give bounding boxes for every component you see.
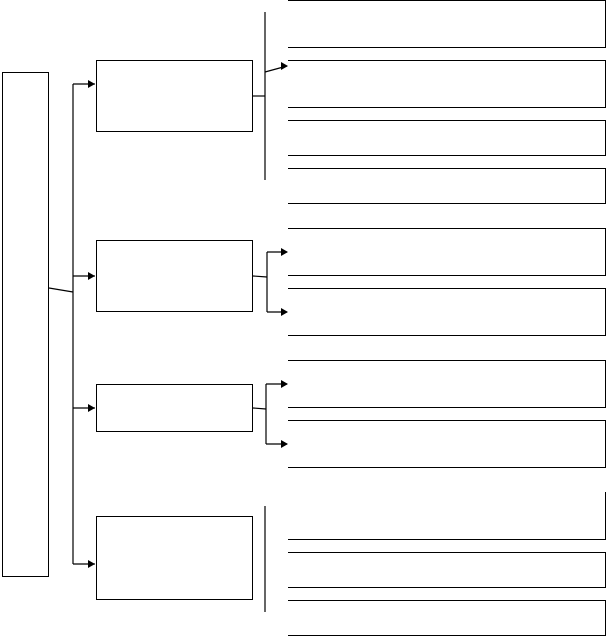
child-box-2-2 xyxy=(288,288,606,336)
group-1-arrowhead xyxy=(88,80,95,88)
group-3-stub xyxy=(252,407,267,410)
group-box-3 xyxy=(96,384,253,432)
group-2-arrowhead xyxy=(88,272,95,280)
child-box-4-3 xyxy=(288,600,606,636)
group-2-child-arrowhead-2 xyxy=(281,308,288,316)
group-3-child-arrowhead-1 xyxy=(281,380,288,388)
root-connector xyxy=(48,287,74,293)
child-box-2-1 xyxy=(288,228,606,276)
child-box-4-2 xyxy=(288,552,606,588)
child-box-1-4 xyxy=(288,168,606,204)
group-box-4 xyxy=(96,516,253,600)
child-box-1-3 xyxy=(288,120,606,156)
group-3-child-arrowhead-2 xyxy=(281,440,288,448)
group-box-2 xyxy=(96,240,253,312)
group-1-child-arrowhead-1 xyxy=(281,62,288,70)
child-box-3-1 xyxy=(288,360,606,408)
group-3-arrowhead xyxy=(88,404,95,412)
child-box-3-2 xyxy=(288,420,606,468)
child-box-1-1 xyxy=(288,0,606,48)
root-box xyxy=(2,72,49,577)
group-2-stub xyxy=(252,275,268,278)
group-box-1 xyxy=(96,60,253,132)
child-box-4-1 xyxy=(288,492,606,540)
group-4-arrowhead xyxy=(88,560,95,568)
child-box-1-2 xyxy=(288,60,606,108)
group-2-child-arrowhead-1 xyxy=(281,248,288,256)
